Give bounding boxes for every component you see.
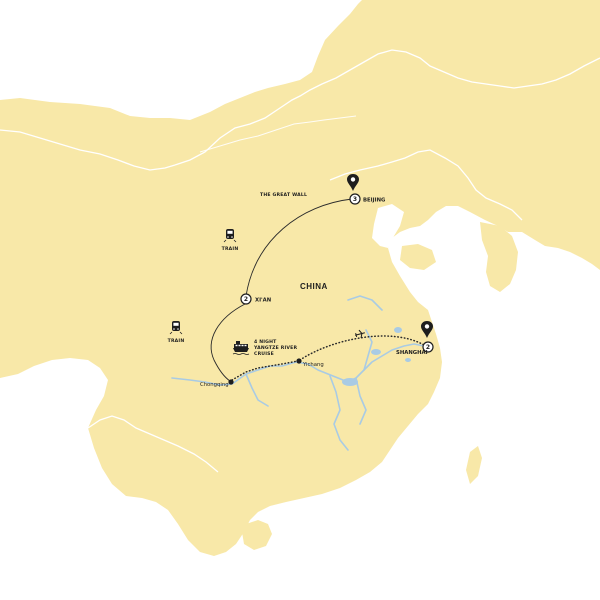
route-beijing-xian: [245, 198, 353, 297]
shandong-peninsula: [400, 244, 436, 270]
plane-icon: [355, 329, 365, 338]
lakes: [342, 327, 411, 386]
pin-icon: [347, 174, 359, 191]
train-label-1: TRAIN: [222, 246, 239, 252]
yichang-label: Yichang: [302, 362, 324, 368]
cruise-label-line2: YANGTZE RIVER: [253, 345, 298, 351]
yellow-sea: [414, 228, 470, 296]
bohai-sea: [372, 204, 404, 248]
route-chongqing-yichang: [231, 360, 299, 381]
rivers: [171, 295, 425, 451]
xian-marker[interactable]: 2: [240, 293, 252, 305]
taiwan-island: [466, 446, 482, 484]
shanghai-marker[interactable]: 2: [421, 321, 434, 353]
xian-label: XI'AN: [255, 298, 271, 304]
beijing-label: BEIJING: [363, 198, 385, 204]
yichang-dot[interactable]: [296, 358, 302, 364]
borders: [0, 49, 600, 473]
cruise-label-line1: 4 NIGHT: [254, 339, 277, 345]
great-wall-label: THE GREAT WALL: [260, 192, 307, 198]
chongqing-dot[interactable]: [228, 379, 234, 385]
shanghai-night-count: 2: [426, 344, 430, 351]
country-label: CHINA: [300, 282, 328, 291]
hainan-island: [242, 520, 272, 550]
train-icon: [169, 321, 183, 335]
route-yichang-shanghai: [299, 335, 425, 361]
route-xian-chongqing: [210, 303, 246, 382]
cruise-label-line3: CRUISE: [254, 351, 274, 357]
train-label-2: TRAIN: [168, 338, 185, 344]
beijing-night-count: 3: [353, 196, 357, 203]
chongqing-label: Chongqing: [200, 382, 229, 388]
korea-peninsula: [480, 222, 518, 292]
xian-night-count: 2: [244, 296, 248, 303]
land-mass: [0, 0, 600, 556]
great-wall-line: [199, 115, 357, 153]
train-icon: [223, 229, 237, 243]
ship-icon: [232, 341, 250, 355]
pin-icon: [421, 321, 433, 338]
beijing-marker[interactable]: 3: [347, 174, 361, 205]
shanghai-label: SHANGHAI: [396, 350, 428, 356]
